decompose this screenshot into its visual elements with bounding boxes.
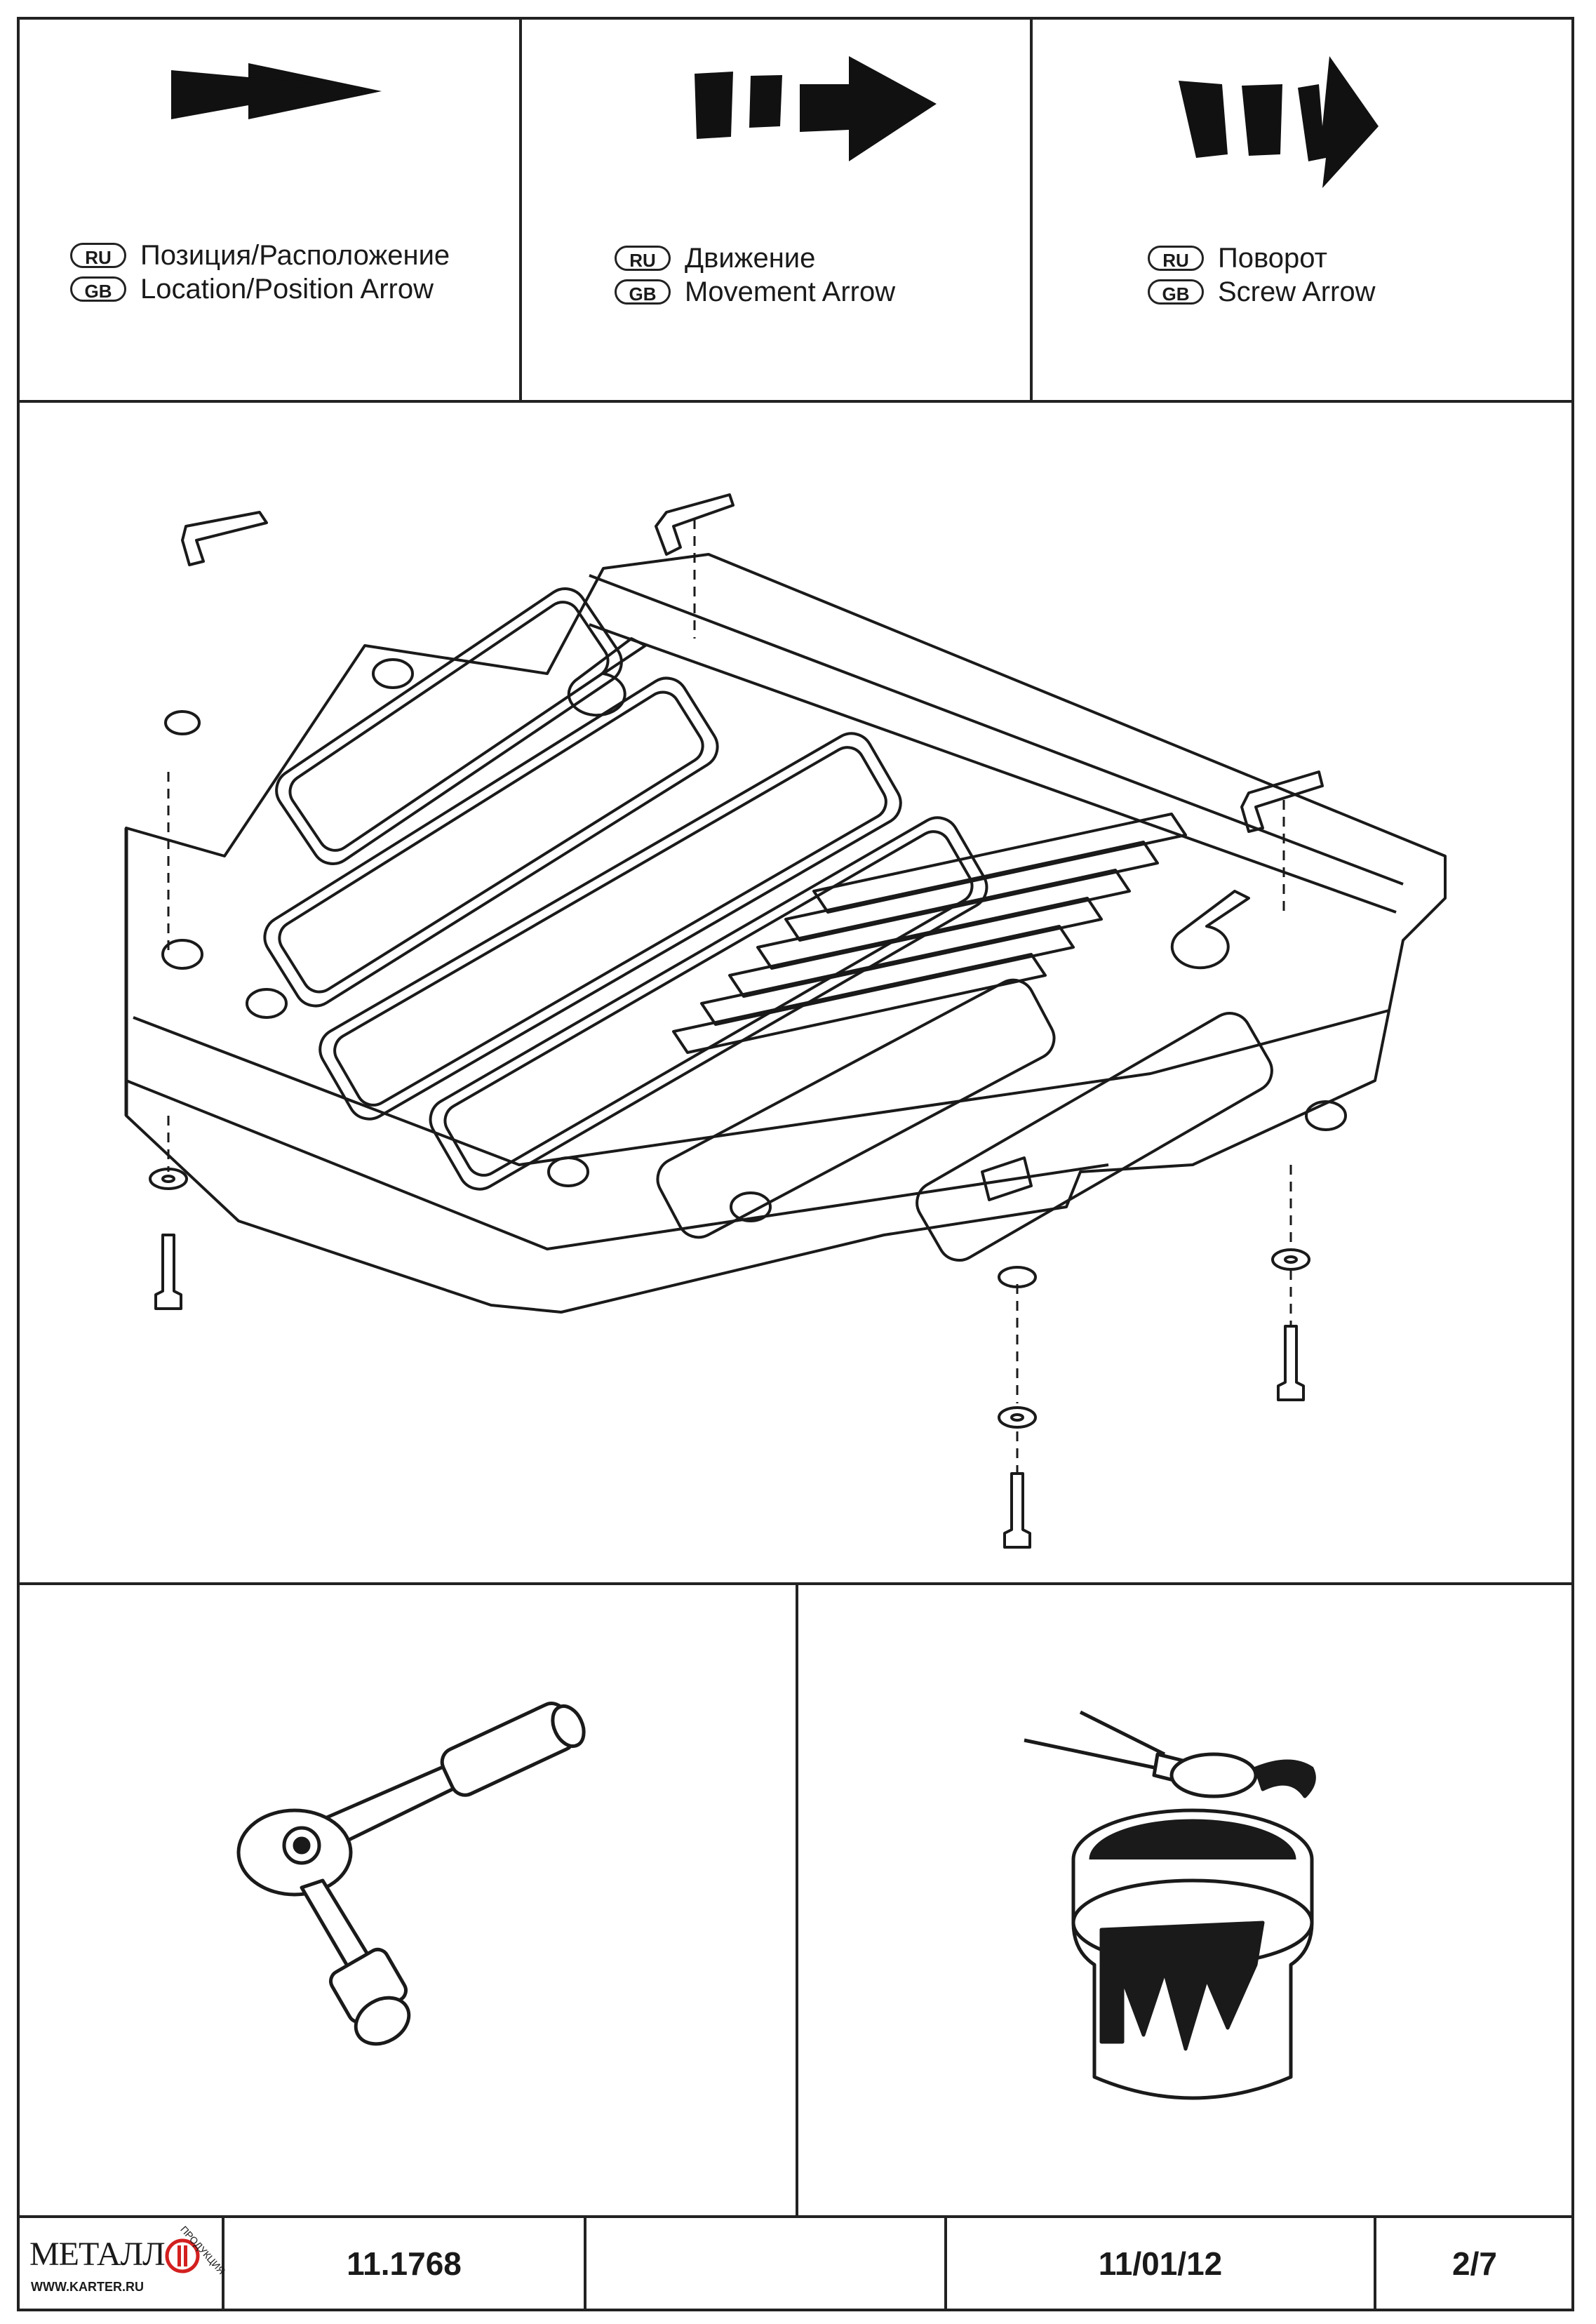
mounting-holes <box>161 658 1347 1288</box>
position-arrow-icon <box>171 63 382 119</box>
document-date: 11/01/12 <box>1098 2245 1223 2282</box>
logo-emblem-icon <box>165 2238 200 2273</box>
page-number: 2/7 <box>1452 2245 1497 2282</box>
bracket-2 <box>181 511 268 566</box>
divider-tools <box>796 1584 798 2217</box>
paint-brush-and-can-icon <box>1024 1710 1316 2100</box>
pocket-4 <box>429 816 988 1191</box>
divider-footer-1 <box>222 2217 224 2311</box>
screw-arrow-icon <box>1179 56 1379 188</box>
ru-badge: RU <box>70 243 126 268</box>
legend-ru-label: Позиция/Расположение <box>140 240 450 271</box>
legend-ru-label: Поворот <box>1218 243 1327 274</box>
ru-badge: RU <box>1148 246 1204 271</box>
pocket-5 <box>656 978 1056 1239</box>
divider-footer-4 <box>1374 2217 1376 2311</box>
skid-plate-assembly-diagram <box>124 493 1447 1549</box>
bracket-1 <box>655 493 735 556</box>
legend-movement: RU Движение GB Movement Arrow <box>615 241 895 309</box>
legend-screw: RU Поворот GB Screw Arrow <box>1148 241 1376 309</box>
legend-position: RU Позиция/Расположение GB Location/Positi… <box>70 239 450 306</box>
pocket-2 <box>263 676 719 1008</box>
legend-gb-label: Screw Arrow <box>1218 276 1376 307</box>
divider-footer-2 <box>584 2217 586 2311</box>
gb-badge: GB <box>1148 279 1204 305</box>
logo-text: МЕТАЛЛ <box>29 2236 166 2273</box>
pocket-1 <box>275 587 623 865</box>
movement-arrow-icon <box>695 56 937 161</box>
legend-ru-label: Движение <box>685 243 816 274</box>
footer-logo: МЕТАЛЛ ПРОДУКЦИЯ WWW.KARTER.RU <box>21 2221 227 2309</box>
bracket-3 <box>1240 770 1324 833</box>
louvers <box>672 813 1187 1054</box>
divider-legend-2 <box>1030 17 1033 401</box>
legend-gb-label: Location/Position Arrow <box>140 274 434 305</box>
logo-url: WWW.KARTER.RU <box>31 2280 144 2294</box>
washers <box>149 1168 1310 1429</box>
skid-plate-outline <box>125 553 1447 1314</box>
ratchet-wrench-icon <box>236 1702 586 2046</box>
bracket-4 <box>981 1156 1033 1201</box>
divider-footer-3 <box>944 2217 947 2311</box>
page-frame <box>17 17 1574 2311</box>
gb-badge: GB <box>615 279 671 305</box>
pocket-6 <box>916 1012 1273 1262</box>
pocket-3 <box>318 732 902 1121</box>
bolts <box>154 1234 1305 1549</box>
divider-legend <box>17 400 1574 403</box>
divider-legend-1 <box>519 17 522 401</box>
legend-gb-label: Movement Arrow <box>685 276 896 307</box>
part-number: 11.1768 <box>347 2245 462 2282</box>
gb-badge: GB <box>70 276 126 302</box>
ru-badge: RU <box>615 246 671 271</box>
divider-footer <box>17 2215 1574 2218</box>
